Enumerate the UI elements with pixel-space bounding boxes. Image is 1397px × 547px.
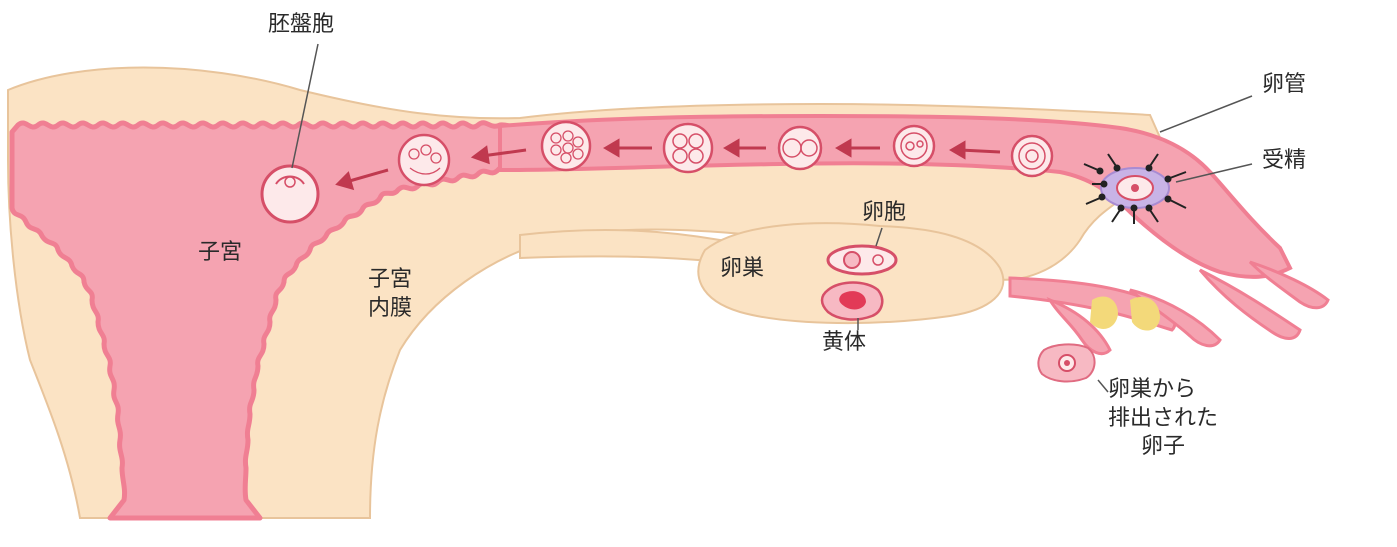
label-fertilization: 受精 — [1262, 148, 1306, 174]
fimbriae — [1010, 262, 1328, 354]
stage-four-cell — [664, 124, 712, 172]
stage-blastocyst — [262, 166, 318, 222]
ovulated-egg-callout — [1098, 380, 1108, 392]
corpus-luteum-shape — [822, 283, 882, 320]
ovulated-egg — [1038, 344, 1094, 381]
ovarian-ligament — [520, 230, 720, 262]
follicle-cell — [828, 246, 896, 274]
label-endometrium-line1: 子宮 — [368, 266, 412, 295]
label-ovulated-egg: 卵巣から 排出された 卵子 — [1108, 376, 1218, 462]
label-uterus: 子宮 — [198, 240, 242, 266]
label-ovulated-line1: 卵巣から — [1108, 376, 1218, 405]
stage-morula — [542, 122, 590, 170]
stage-fertilized-egg — [1012, 136, 1052, 176]
label-oviduct: 卵管 — [1262, 72, 1306, 98]
oviduct-leader — [1160, 96, 1252, 132]
label-corpus-luteum: 黄体 — [822, 330, 866, 356]
label-endometrium-line2: 内膜 — [368, 295, 412, 324]
fimbria-yellow-left — [1090, 296, 1118, 329]
label-ovulated-line3: 卵子 — [1108, 433, 1218, 462]
label-ovary: 卵巣 — [720, 256, 764, 282]
stage-pronuclear-egg — [894, 126, 934, 166]
label-endometrium: 子宮 内膜 — [368, 266, 412, 323]
fertilization-egg — [1101, 168, 1169, 208]
stage-early-blastocyst — [399, 135, 449, 185]
label-follicle: 卵胞 — [862, 200, 906, 226]
label-ovulated-line2: 排出された — [1108, 405, 1218, 434]
label-blastocyst: 胚盤胞 — [268, 12, 334, 38]
stage-two-cell — [779, 127, 821, 169]
